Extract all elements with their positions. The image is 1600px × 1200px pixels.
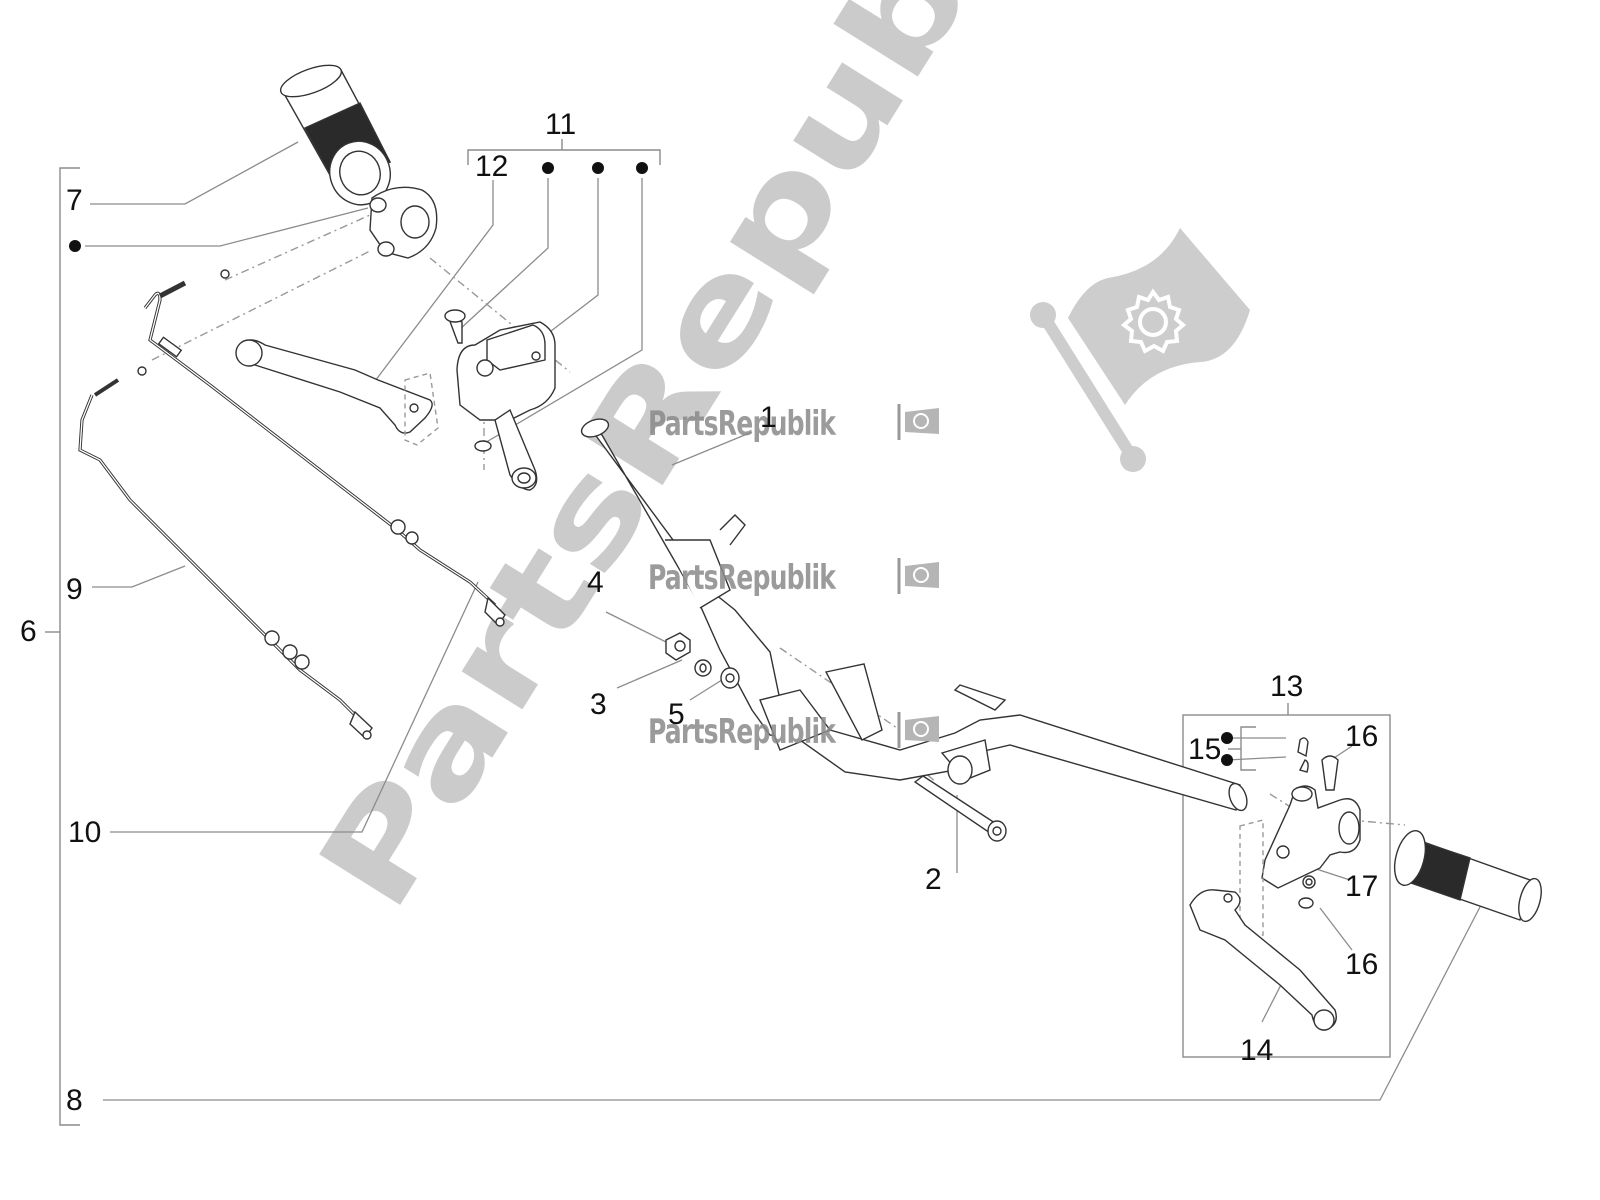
- alignment-box-lever: [404, 372, 439, 446]
- part-7-left-grip: [279, 64, 391, 206]
- callout-2: 2: [925, 863, 942, 896]
- watermark-large-text: PartsRepublik: [289, 0, 1123, 935]
- watermark-small-3: PartsRepublik: [648, 712, 836, 752]
- watermark-flag-logo: [1030, 228, 1250, 472]
- part-throttle-housing: [369, 186, 438, 259]
- callout-1: 1: [760, 401, 777, 434]
- part-5-washer: [720, 667, 740, 689]
- callout-13: 13: [1270, 670, 1304, 703]
- part-4-nut: [665, 632, 691, 661]
- callout-12: 12: [475, 150, 509, 183]
- part-2-bolt: [913, 775, 1007, 842]
- callout-7: 7: [66, 184, 83, 217]
- callout-4: 4: [587, 566, 604, 599]
- watermark-small-1: PartsRepublik: [648, 404, 836, 444]
- callout-6: 6: [20, 615, 37, 648]
- part-8-right-grip: [1393, 830, 1542, 923]
- part-17-spring: [1302, 875, 1316, 889]
- alignment-box-lever-right: [1239, 819, 1264, 947]
- part-9-cable: [78, 366, 373, 740]
- group-brackets: [45, 139, 1391, 1126]
- callout-11: 11: [545, 108, 577, 141]
- callout-16-top: 16: [1345, 720, 1379, 753]
- callout-17: 17: [1345, 870, 1379, 903]
- parts: [78, 64, 1542, 1031]
- part-1-handlebar: [580, 418, 1248, 812]
- callout-10: 10: [68, 816, 102, 849]
- bullet-markers: [69, 162, 1233, 766]
- callout-9: 9: [66, 573, 83, 606]
- part-10-cable: [143, 269, 506, 627]
- callout-5: 5: [668, 698, 685, 731]
- leader-lines: [85, 141, 1482, 1101]
- callout-15: 15: [1188, 733, 1222, 766]
- part-13-lever-bracket: [1261, 737, 1361, 889]
- part-12-brake-lever: [235, 339, 433, 434]
- callout-8: 8: [66, 1084, 83, 1117]
- part-16-bushing: [1298, 897, 1314, 909]
- watermark-large: PartsRepublik: [289, 0, 1250, 935]
- part-14-clutch-lever: [1189, 889, 1337, 1031]
- callout-3: 3: [590, 688, 607, 721]
- callout-16-bottom: 16: [1345, 948, 1379, 981]
- callout-14: 14: [1240, 1034, 1274, 1067]
- watermark-small-2: PartsRepublik: [648, 558, 836, 598]
- part-master-cylinder: [444, 309, 556, 491]
- watermark-small-logos: [897, 404, 939, 748]
- part-3-lock-washer: [694, 659, 712, 677]
